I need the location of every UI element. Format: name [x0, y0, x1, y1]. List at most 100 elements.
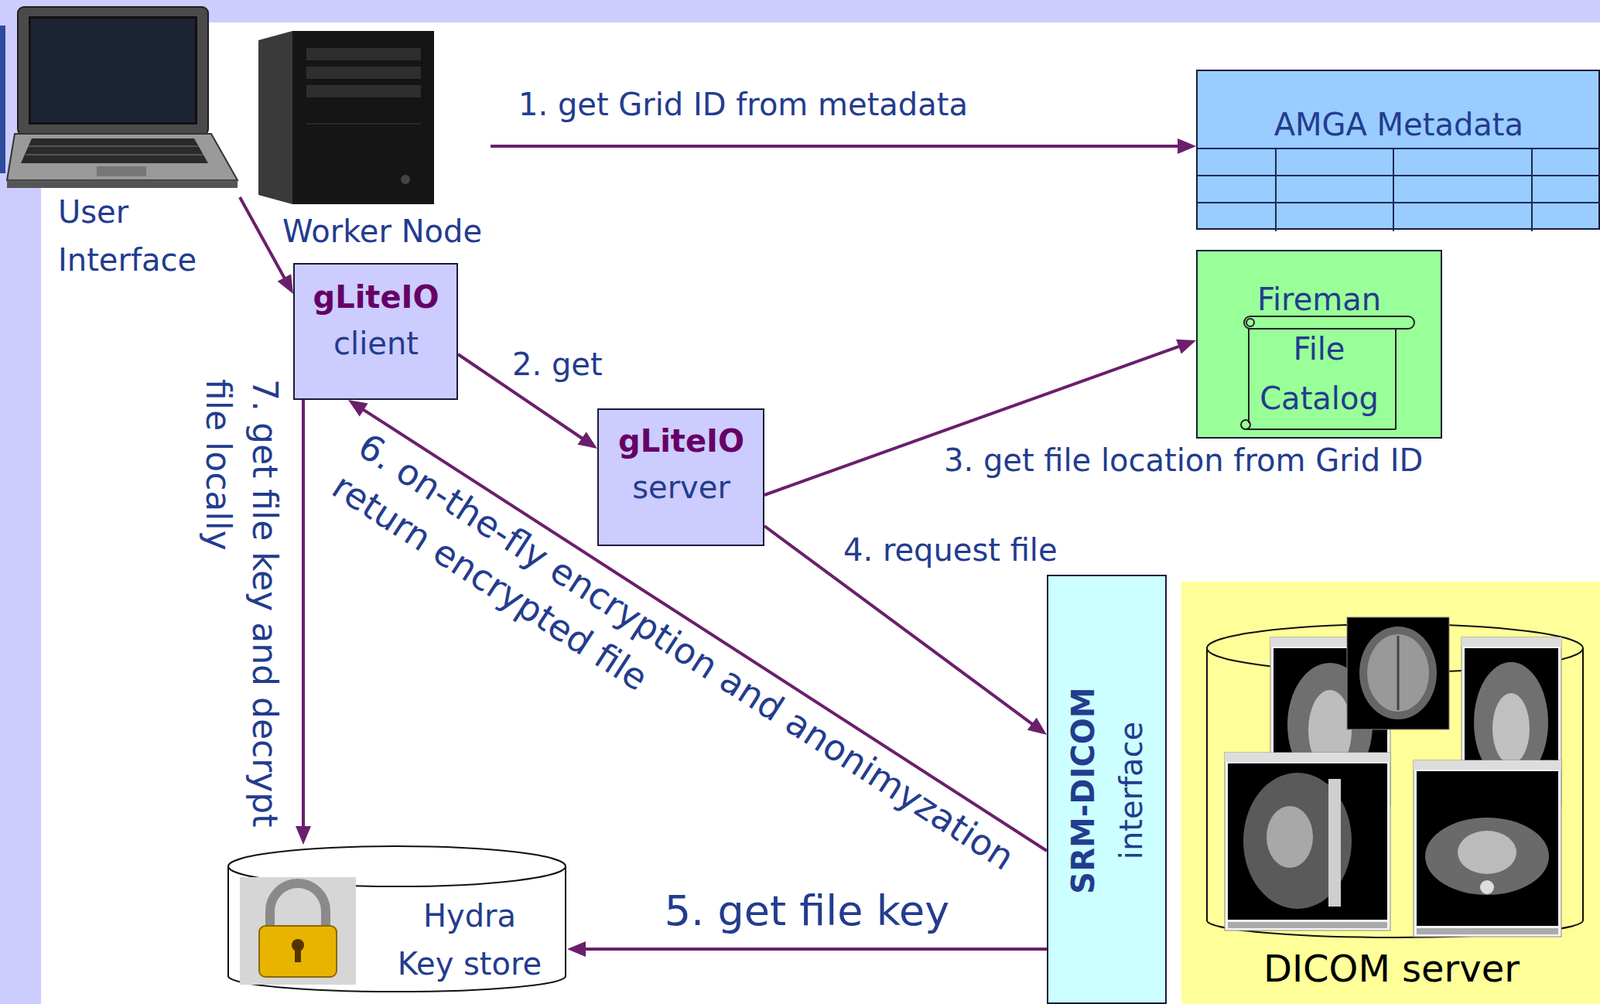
background-band: [0, 0, 1600, 23]
dicom-images: [1359, 626, 1437, 720]
table-grid: [1197, 147, 1600, 150]
cylinder-outline: [294, 947, 301, 963]
laptop-icon: [6, 180, 238, 189]
arrow-line: [239, 197, 286, 281]
node-title: gLiteIO: [618, 417, 746, 465]
node-title: SRM-DICOM: [1059, 687, 1108, 895]
node-title: User Interface: [58, 188, 202, 284]
server-tower-icon: [400, 174, 411, 185]
edge-label-box: 6. on-the-fly encryption and anonimyzati…: [322, 422, 1028, 925]
text-block: gLiteIOclient: [312, 273, 440, 367]
dicom-images: [1243, 772, 1352, 910]
arrow-head: [277, 273, 294, 295]
dicom-images: [1367, 634, 1430, 712]
edge-label-box: 7. get file key and decrypt file locally: [194, 379, 288, 833]
node-group: User Interface: [5, 5, 240, 284]
laptop-icon: [5, 5, 240, 189]
arrow-connector: [567, 941, 1047, 958]
arrow-connector: [295, 400, 312, 845]
text-block: gLiteIOserver: [618, 417, 746, 511]
text-block: AMGA Metadata: [1273, 105, 1525, 144]
scroll-outline: [1245, 428, 1396, 431]
dicom-images: [1397, 635, 1400, 711]
dicom-images: [1347, 617, 1450, 730]
table-grid: [1531, 148, 1533, 232]
process-box: gLiteIOserver: [597, 408, 765, 547]
node-text: server: [618, 464, 746, 511]
dicom-images: [1492, 693, 1530, 765]
edge-label-box: 3. get file location from Grid ID: [943, 441, 1423, 480]
edge-label: 4. request file: [843, 530, 1058, 570]
laptop-icon: [28, 16, 198, 125]
edge-label: 1. get Grid ID from metadata: [518, 85, 968, 124]
arrow-head: [348, 400, 369, 417]
dicom-images: [1347, 617, 1450, 730]
edge-label: 5. get file key: [664, 885, 950, 937]
arrow-head: [1177, 138, 1197, 154]
arrow-line: [582, 947, 1047, 951]
laptop-icon: [25, 153, 204, 156]
node-title: AMGA Metadata: [1273, 105, 1525, 144]
dicom-images: [1461, 637, 1562, 647]
server-tower-icon: [306, 85, 421, 98]
dicom-images: [1425, 817, 1549, 896]
cylinder-outline: [259, 926, 337, 978]
table-grid: [1275, 148, 1277, 232]
scroll-outline: [1241, 420, 1251, 430]
server-tower-icon: [258, 30, 435, 205]
laptop-icon: [28, 145, 199, 148]
node-title: gLiteIO: [312, 273, 440, 321]
server-tower-icon: [292, 30, 435, 205]
scroll-outline: [1244, 316, 1415, 329]
node-text: client: [312, 320, 440, 367]
table-grid: [1392, 148, 1395, 232]
node-title: Fireman File Catalog: [1254, 274, 1385, 424]
dicom-images: [1224, 752, 1391, 931]
arrow-head: [1027, 717, 1047, 736]
arrow-head: [577, 431, 598, 449]
node-group: Worker Node: [258, 30, 491, 257]
edge-label-box: 1. get Grid ID from metadata: [518, 85, 968, 124]
arrow-line: [301, 400, 305, 830]
node-title: Hydra Key store: [395, 892, 545, 989]
dicom-images: [1416, 771, 1559, 927]
dicom-images: [1416, 928, 1559, 935]
cylinder-outline: [239, 877, 356, 985]
edge-label: 6. on-the-fly encryption and anonimyzati…: [322, 422, 1028, 925]
dicom-images: [1181, 581, 1600, 1004]
process-box: SRM-DICOMinterface: [1046, 574, 1167, 1004]
scroll-outline: [1246, 318, 1255, 327]
text-block: Fireman File Catalog: [1254, 274, 1385, 424]
node-text: interface: [1107, 687, 1156, 895]
arrow-line: [490, 144, 1181, 148]
node-group: DICOM server: [1181, 581, 1600, 1004]
table-grid: [1197, 201, 1600, 204]
dicom-images: [1224, 752, 1391, 931]
server-tower-icon: [258, 30, 293, 205]
dicom-images: [1328, 779, 1341, 907]
dicom-images: [1413, 760, 1562, 937]
node-title: Worker Node: [282, 207, 484, 256]
arrow-connector: [490, 138, 1197, 154]
edge-label: 3. get file location from Grid ID: [943, 441, 1423, 480]
laptop-icon: [17, 6, 209, 136]
laptop-icon: [30, 18, 195, 123]
arrow-connector: [348, 400, 1047, 852]
text-block: Hydra Key store: [395, 892, 546, 989]
arrow-head: [295, 826, 312, 845]
dicom-images: [1227, 922, 1388, 929]
process-box: AMGA Metadata: [1196, 69, 1600, 230]
process-box: Fireman File Catalog: [1196, 249, 1443, 439]
dicom-images: [1413, 760, 1562, 937]
cylinder-outline: [270, 883, 326, 932]
node-group: Hydra Key store: [226, 844, 568, 992]
background-band: [0, 25, 6, 174]
edge-label: 7. get file key and decrypt file locally: [194, 379, 288, 833]
arrow-head: [567, 941, 586, 958]
dicom-images: [1266, 806, 1313, 869]
scroll-outline: [1247, 328, 1250, 424]
dicom-images: [1224, 752, 1391, 763]
server-tower-icon: [306, 123, 421, 125]
